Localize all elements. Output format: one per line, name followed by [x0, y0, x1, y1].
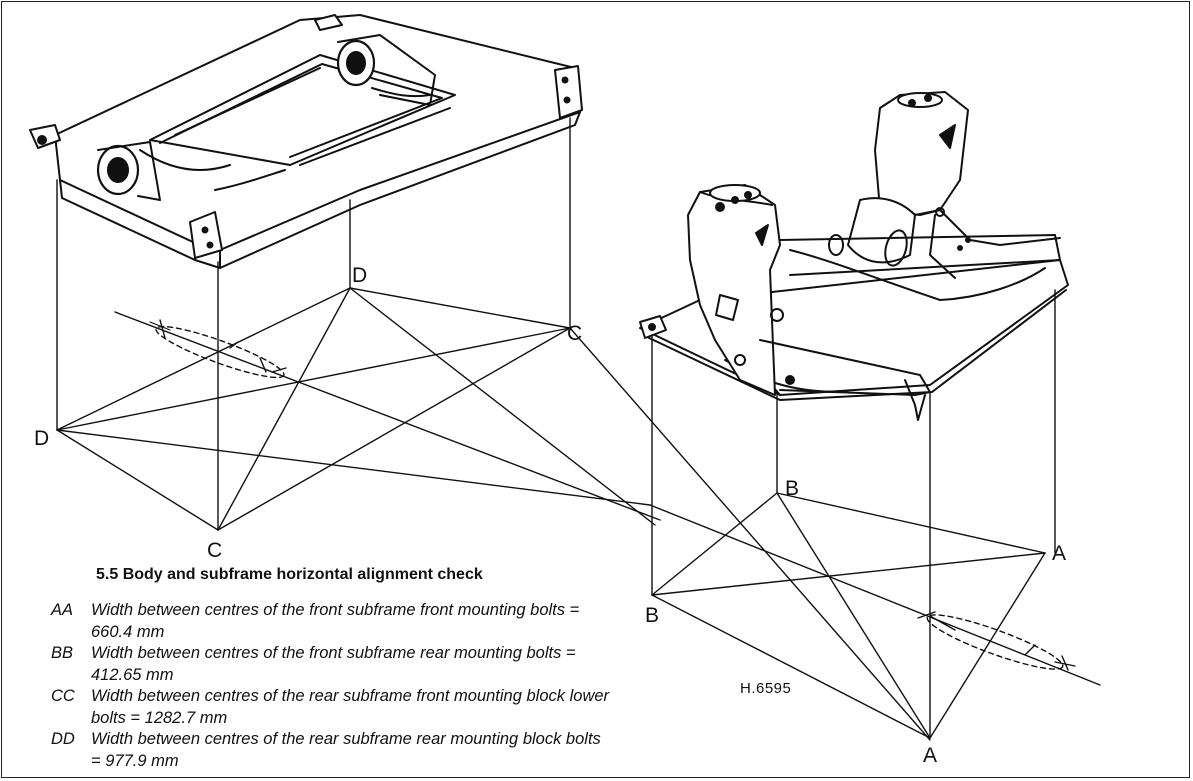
label-d-left: D — [34, 427, 49, 450]
label-a-bottom: A — [923, 744, 937, 767]
label-c-right: C — [567, 322, 582, 345]
legend-code: BB — [51, 644, 74, 662]
legend-item-cc: CC Width between centres of the rear sub… — [51, 686, 611, 729]
rear-subframe-drawing — [29, 14, 583, 269]
label-a-right: A — [1052, 542, 1066, 565]
legend: AA Width between centres of the front su… — [51, 600, 611, 772]
rear-drop-lines — [56, 117, 571, 531]
legend-item-aa: AA Width between centres of the front su… — [51, 600, 611, 643]
label-b-top: B — [785, 477, 799, 500]
legend-code: AA — [51, 601, 74, 619]
label-b-left: B — [645, 604, 659, 627]
legend-text: Width between centres of the front subfr… — [91, 601, 580, 641]
figure-reference: H.6595 — [740, 680, 791, 697]
front-floor-lines — [649, 492, 1101, 739]
front-subframe-drawing — [639, 91, 1069, 421]
label-c-bottom: C — [207, 539, 222, 562]
legend-text: Width between centres of the front subfr… — [91, 644, 576, 684]
legend-item-bb: BB Width between centres of the front su… — [51, 643, 611, 686]
legend-code: DD — [51, 730, 75, 748]
figure-caption: 5.5 Body and subframe horizontal alignme… — [96, 566, 483, 583]
label-d-top: D — [352, 264, 367, 287]
legend-item-dd: DD Width between centres of the rear sub… — [51, 729, 611, 772]
legend-code: CC — [51, 687, 75, 705]
legend-text: Width between centres of the rear subfra… — [91, 730, 601, 770]
legend-text: Width between centres of the rear subfra… — [91, 687, 610, 727]
rear-floor-lines — [56, 287, 931, 741]
